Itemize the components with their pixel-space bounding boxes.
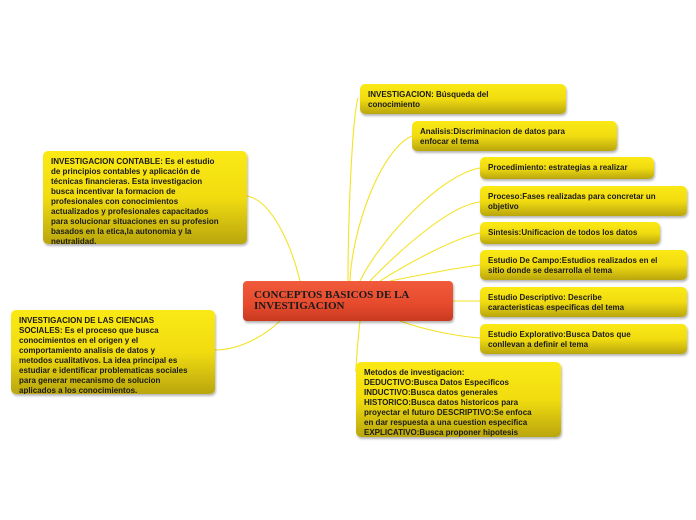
connector-estudio-explorativo (399, 320, 481, 339)
central-topic[interactable]: CONCEPTOS BASICOS DE LA INVESTIGACION (243, 281, 453, 321)
topic-estudio-descriptivo[interactable]: Estudio Descriptivo: Describe caracteris… (480, 287, 687, 317)
connector-procedimiento (359, 167, 481, 282)
connector-investigacion-contable (246, 195, 301, 282)
connector-ciencias-sociales (214, 320, 281, 351)
topic-metodos-de-investigacion[interactable]: Metodos de investigacion: DEDUCTIVO:Busc… (356, 362, 561, 437)
connector-estudio-campo (389, 264, 481, 282)
topic-analisis[interactable]: Analisis:Discriminacion de datos para en… (412, 121, 617, 151)
connector-investigacion (347, 97, 359, 282)
topic-procedimiento[interactable]: Procedimiento: estrategias a realizar (480, 157, 654, 179)
topic-sintesis[interactable]: Sintesis:Unificacion de todos los datos (480, 222, 660, 244)
topic-estudio-explorativo[interactable]: Estudio Explorativo:Busca Datos que conl… (480, 324, 687, 354)
connector-sintesis (379, 232, 481, 282)
topic-investigacion[interactable]: INVESTIGACION: Búsqueda del conocimiento (360, 84, 566, 114)
topic-investigacion-contable[interactable]: INVESTIGACION CONTABLE: Es el estudio de… (43, 151, 247, 244)
connector-proceso (369, 201, 481, 282)
topic-estudio-de-campo[interactable]: Estudio De Campo:Estudios realizados en … (480, 250, 687, 280)
topic-investigacion-ciencias-sociales[interactable]: INVESTIGACION DE LAS CIENCIAS SOCIALES: … (11, 310, 215, 394)
connector-analisis (349, 135, 413, 282)
topic-proceso[interactable]: Proceso:Fases realizadas para concretar … (480, 186, 687, 216)
